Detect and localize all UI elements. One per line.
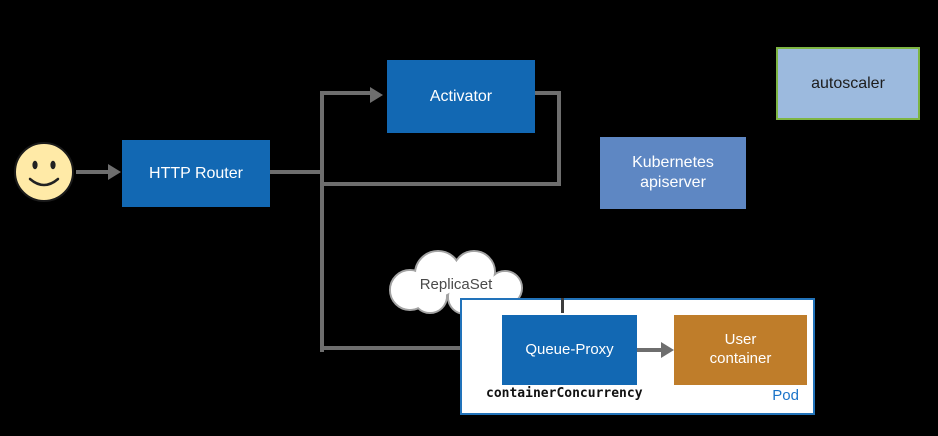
autoscaler-node: autoscaler [776,47,920,120]
activator-label: Activator [429,87,493,105]
activator-node: Activator [387,60,535,133]
connector-activator-out [535,91,561,95]
connector-junction-to-pod [320,346,487,350]
pod-box: Queue-Proxy User container containerConc… [460,298,815,415]
autoscaler-label: autoscaler [811,74,885,92]
arrowhead-to-activator [370,87,383,103]
user-smiley-icon [14,142,74,202]
user-container-node: User container [674,315,807,385]
connector-junction-vertical [320,91,324,352]
queue-proxy-node: Queue-Proxy [502,315,637,385]
connector-activator-return-horizontal [320,182,561,186]
kubernetes-apiserver-label: Kubernetes apiserver [632,154,714,191]
connector-junction-to-activator [320,91,370,95]
arrowhead-to-router [108,164,121,180]
user-container-label: User container [709,331,772,367]
pod-top-tick [561,298,564,313]
arrowhead-to-user-container [661,342,674,358]
queue-proxy-label: Queue-Proxy [525,340,614,358]
pod-label: Pod [772,387,799,404]
connector-router-to-junction [270,170,324,174]
connector-user-to-router [76,170,110,174]
connector-queueproxy-to-usercontainer [637,348,665,352]
http-router-label: HTTP Router [149,164,243,182]
container-concurrency-annotation: containerConcurrency [486,386,643,401]
replicaset-label: ReplicaSet [420,276,493,293]
http-router-node: HTTP Router [122,140,270,207]
kubernetes-apiserver-node: Kubernetes apiserver [600,137,746,209]
connector-activator-return-vertical [557,91,561,186]
